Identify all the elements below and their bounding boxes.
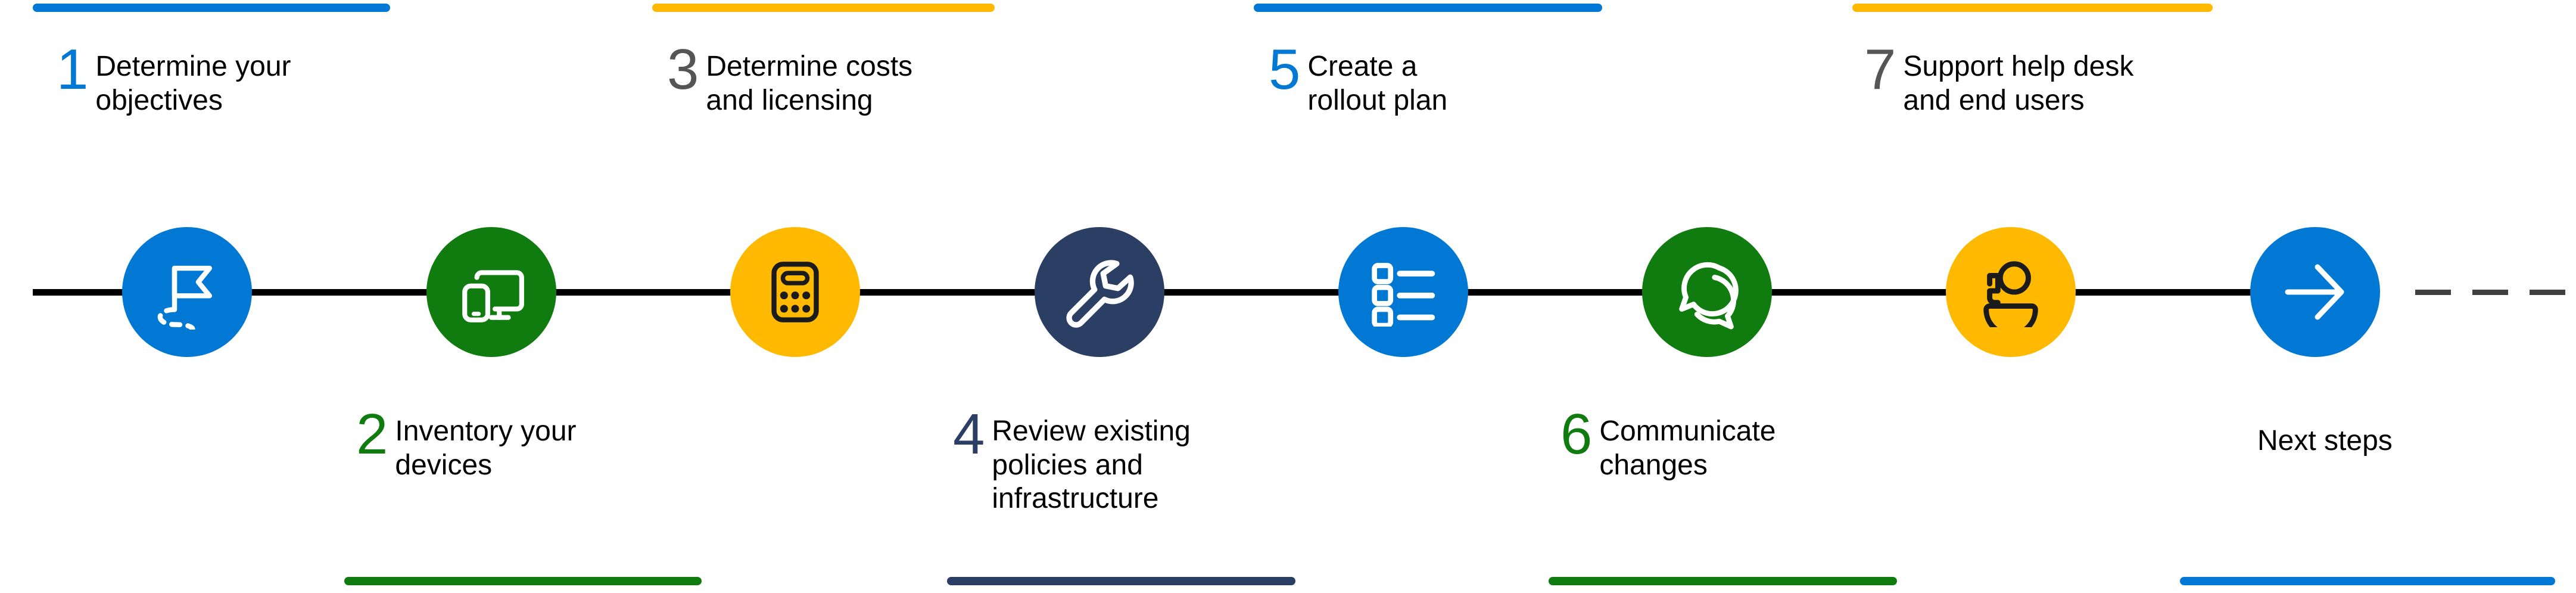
step-text-7: Support help desk and end users [1903,51,2134,116]
wrench-icon [1063,255,1136,329]
arrow-right-icon [2279,256,2351,328]
accent-bar-step-2 [344,577,702,585]
step-number-6: 6 [1560,402,1592,466]
accent-bar-next-steps [2180,577,2555,585]
checklist-icon [1369,257,1438,327]
step-number-4: 4 [953,402,985,466]
step-node-2[interactable] [426,227,556,357]
step-label-2: 2 Inventory your devices [356,402,577,482]
accent-bar-step-3 [652,4,995,12]
devices-icon [455,256,528,328]
speech-bubbles-icon [1669,254,1745,330]
step-number-5: 5 [1269,38,1300,101]
step-text-6: Communicate changes [1599,415,1776,481]
accent-bar-step-1 [33,4,390,12]
next-steps-label: Next steps [2257,425,2393,457]
accent-bar-step-7 [1852,4,2213,12]
timeline-dashed-continuation [2415,290,2576,295]
step-text-2: Inventory your devices [395,415,577,481]
accent-bar-step-4 [947,577,1295,585]
flag-path-icon [149,254,225,330]
step-node-4[interactable] [1035,227,1164,357]
step-node-3[interactable] [730,227,860,357]
step-label-5: 5 Create a rollout plan [1269,38,1448,117]
step-text-1: Determine your objectives [95,51,291,116]
step-node-5[interactable] [1338,227,1468,357]
calculator-icon [762,259,828,325]
step-number-2: 2 [356,402,388,466]
step-node-7[interactable] [1946,227,2076,357]
step-number-7: 7 [1864,38,1896,101]
step-text-4: Review existing policies and infrastruct… [992,415,1191,515]
accent-bar-step-5 [1254,4,1602,12]
step-text-5: Create a rollout plan [1307,51,1448,116]
accent-bar-step-6 [1549,577,1897,585]
step-label-4: 4 Review existing policies and infrastru… [953,402,1191,516]
step-label-1: 1 Determine your objectives [57,38,291,117]
next-steps-node[interactable] [2250,227,2380,357]
step-node-1[interactable] [122,227,252,357]
step-label-3: 3 Determine costs and licensing [667,38,913,117]
step-label-7: 7 Support help desk and end users [1864,38,2134,117]
support-agent-icon [1976,257,2046,327]
step-node-6[interactable] [1642,227,1772,357]
step-label-6: 6 Communicate changes [1560,402,1776,482]
step-text-3: Determine costs and licensing [706,51,913,116]
step-number-3: 3 [667,38,699,101]
step-number-1: 1 [57,38,88,101]
